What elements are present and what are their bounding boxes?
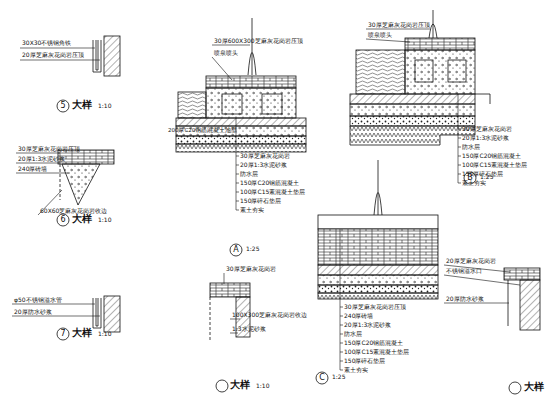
- leader-line: [444, 303, 509, 304]
- leader-line: [458, 156, 461, 157]
- leader-line: [340, 352, 343, 353]
- leader-line: [20, 60, 100, 61]
- leader-line: [340, 370, 343, 371]
- callout-text: 20厚芝麻灰花岗岩压顶: [22, 52, 84, 58]
- callout-text: 20厚1:3水泥砂浆: [344, 322, 391, 328]
- callout-text: 30厚芝麻灰花岗岩: [240, 153, 290, 159]
- leader-line: [458, 174, 461, 175]
- leader-line: [340, 334, 343, 335]
- leader-line: [230, 319, 240, 320]
- callout-text: 1:25: [246, 246, 259, 252]
- callout-text: 20厚防水砂浆: [14, 309, 52, 315]
- leader-line: [224, 273, 225, 284]
- callout-text: 150厚碎石垫层: [240, 198, 281, 204]
- section-marker: 6: [60, 216, 65, 224]
- callout-text: 1:10: [256, 383, 269, 389]
- leader-line: [366, 39, 410, 42]
- leader-line: [366, 29, 430, 30]
- callout-text: 240厚砖墙: [344, 313, 373, 319]
- callout-text: 30X30不锈钢角铁: [22, 40, 71, 46]
- callout-text: 喷泉喷头: [214, 50, 238, 56]
- leader-line: [236, 201, 239, 202]
- callout-text: 20厚1:3水泥砂浆: [240, 162, 287, 168]
- callout-text: 1:10: [98, 217, 111, 223]
- leader-line: [458, 94, 459, 183]
- leader-line: [236, 174, 239, 175]
- callout-text: 大样: [230, 380, 250, 390]
- leader-line: [236, 165, 239, 166]
- leader-line: [12, 316, 100, 317]
- callout-text: 20厚1:3水泥砂浆: [18, 156, 65, 162]
- callout-text: 30厚600X300芝麻灰花岗岩压顶: [214, 38, 303, 44]
- callout-text: 素土夯实: [462, 180, 486, 186]
- callout-text: 大样: [524, 382, 544, 392]
- callout-text: φ50不锈钢溢水管: [14, 297, 62, 303]
- callout-text: 1:10: [98, 103, 111, 109]
- callout-text: 150厚碎石垫层: [344, 358, 385, 364]
- callout-text: 喷泉喷头: [368, 32, 392, 38]
- leader-line: [212, 57, 232, 80]
- leader-line: [230, 333, 238, 334]
- callout-text: 大样: [72, 100, 92, 110]
- callout-text: 100厚C15素混凝土垫层: [344, 349, 409, 355]
- leader-line: [340, 316, 343, 317]
- leader-line: [458, 147, 461, 148]
- callout-text: 150厚C20钢筋混凝土: [240, 180, 299, 186]
- callout-text: 100X300芝麻灰花岗岩收边: [232, 312, 307, 318]
- callout-text: 素土夯实: [344, 367, 368, 373]
- leader-line: [458, 129, 461, 130]
- leader-line: [20, 48, 95, 49]
- callout-text: 150厚C20钢筋混凝土: [344, 340, 403, 346]
- callout-text: 20厚芝麻灰花岗岩: [446, 258, 496, 264]
- callout-text: 1:3水泥砂浆: [232, 326, 266, 332]
- callout-text: 20厚1:3水泥砂浆: [462, 135, 509, 141]
- callout-text: 不锈钢溢水口: [446, 268, 482, 274]
- leader-line: [236, 192, 239, 193]
- callout-text: 150厚C20钢筋混凝土: [462, 153, 521, 159]
- leader-line: [16, 153, 60, 154]
- section-marker: A: [233, 246, 238, 254]
- section-marker: B: [467, 174, 473, 182]
- callout-text: 大样: [72, 214, 92, 224]
- callout-text: 30厚芝麻灰花岗岩压顶: [344, 304, 406, 310]
- leader-line: [236, 156, 239, 157]
- callout-text: 30厚芝麻灰花岗岩: [226, 266, 276, 272]
- callout-text: 1:25: [332, 374, 345, 380]
- leader-line: [12, 304, 95, 305]
- leader-line: [340, 229, 341, 370]
- callout-text: 30厚芝麻灰花岗岩压顶: [368, 22, 430, 28]
- callout-text: 防水层: [240, 171, 258, 177]
- callout-text: 防水层: [462, 144, 480, 150]
- leader-line: [340, 307, 343, 308]
- leader-line: [340, 343, 343, 344]
- callout-text: 240厚砖墙: [18, 166, 47, 172]
- callout-text: 100厚C15素混凝土垫层: [462, 162, 527, 168]
- callout-text: 大样: [72, 328, 92, 338]
- leader-line: [16, 163, 60, 164]
- callout-text: 100厚C15素混凝土垫层: [240, 189, 305, 195]
- leader-line: [236, 210, 239, 211]
- leader-line: [444, 275, 520, 285]
- leader-line: [458, 138, 461, 139]
- section-marker: C: [319, 374, 325, 382]
- callout-text: 素土夯实: [240, 207, 264, 213]
- leader-line: [458, 165, 461, 166]
- leader-line: [236, 183, 239, 184]
- leader-line: [340, 361, 343, 362]
- callout-text: 20厚防水砂浆: [446, 296, 484, 302]
- section-marker: 5: [60, 102, 65, 110]
- leader-line: [212, 45, 250, 46]
- section-marker: 7: [60, 330, 65, 338]
- callout-text: 1:10: [98, 331, 111, 337]
- callout-text: 1:25: [480, 174, 493, 180]
- callout-text: 防水层: [344, 331, 362, 337]
- callout-text: 200厚C20钢筋混凝土池壁: [168, 128, 237, 134]
- leader-line: [458, 183, 461, 184]
- leader-line: [340, 325, 343, 326]
- callout-text: 30厚芝麻灰花岗岩: [462, 126, 512, 132]
- leader-line: [16, 173, 70, 174]
- callout-text: 30厚芝麻灰花岗岩压顶: [18, 146, 80, 152]
